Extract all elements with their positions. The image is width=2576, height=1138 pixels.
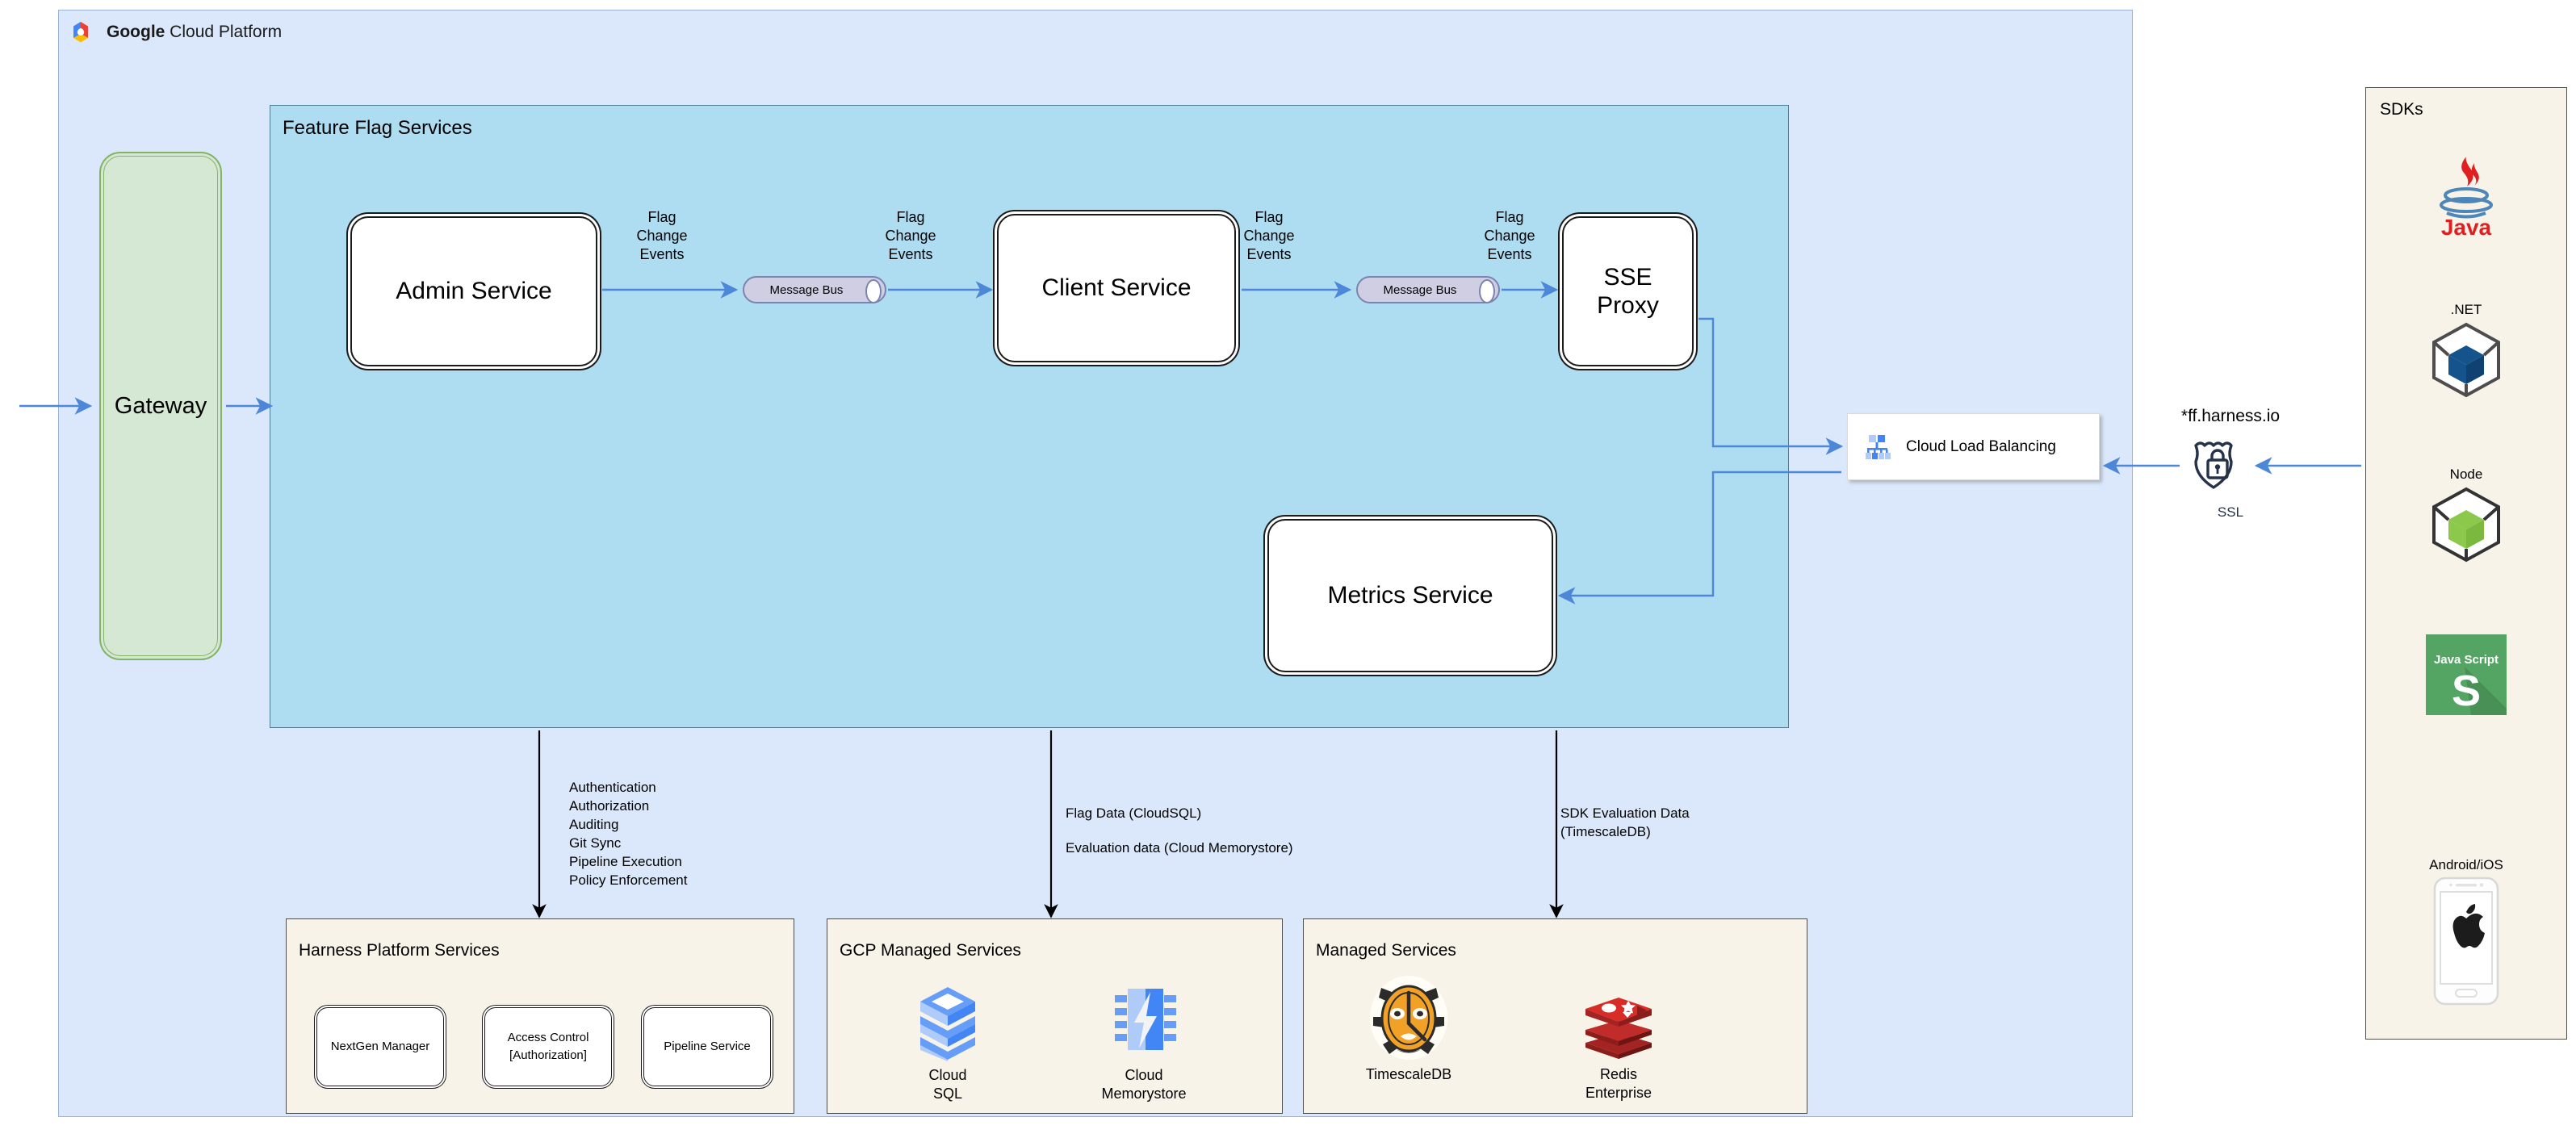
edge-label-flag-change-events-2: Flag Change Events — [885, 209, 936, 263]
mini-service-nextgen-manager[interactable]: NextGen Manager — [316, 1007, 444, 1086]
db-caption-cloud-memorystore: Cloud Memorystore — [1101, 1067, 1187, 1102]
dotnet-cube-icon — [2365, 321, 2567, 399]
message-bus-label-1: Message Bus — [769, 282, 844, 297]
gcp-title-rest: Cloud Platform — [165, 23, 283, 41]
sdk-item-javascript[interactable]: Java Script S — [2365, 634, 2567, 715]
cloud-load-balancing-label: Cloud Load Balancing — [1906, 437, 2056, 455]
edge-label-flag-change-events-3: Flag Change Events — [1243, 209, 1295, 263]
metrics-service-node[interactable]: Metrics Service — [1267, 519, 1553, 672]
db-caption-redis-enterprise: Redis Enterprise — [1585, 1066, 1652, 1102]
sdks-title: SDKs — [2380, 100, 2423, 119]
edge-label-flag-change-events-1: Flag Change Events — [636, 209, 688, 263]
node-cube-icon — [2365, 486, 2567, 563]
redis-stack-icon — [1550, 983, 1687, 1061]
gcp-managed-services-panel — [827, 918, 1283, 1114]
db-item-cloud-sql[interactable]: Cloud SQL — [879, 984, 1016, 1104]
gcp-title: Google Cloud Platform — [107, 23, 282, 42]
google-cloud-logo — [73, 22, 88, 43]
admin-service-label: Admin Service — [396, 278, 552, 304]
cloud-memorystore-icon — [1075, 984, 1213, 1061]
annotation-sdk-evaluation: SDK Evaluation Data (TimescaleDB) — [1560, 805, 1690, 839]
message-bus-label-2: Message Bus — [1383, 282, 1457, 297]
harness-platform-services-title: Harness Platform Services — [299, 941, 500, 960]
gcp-header: Google Cloud Platform — [68, 18, 552, 47]
ssl-label: SSL — [2217, 504, 2244, 520]
db-item-redis-enterprise[interactable]: Redis Enterprise — [1550, 983, 1687, 1103]
mini-service-label: Pipeline Service — [664, 1040, 751, 1054]
db-caption-timescaledb: TimescaleDB — [1365, 1066, 1452, 1082]
edge-label-flag-change-events-4: Flag Change Events — [1484, 209, 1535, 263]
mini-service-label: Access Control [Authorization] — [507, 1031, 589, 1062]
metrics-service-label: Metrics Service — [1327, 582, 1493, 609]
gcp-managed-services-title: GCP Managed Services — [840, 941, 1021, 960]
cloud-sql-icon — [879, 984, 1016, 1061]
mini-service-access-control[interactable]: Access Control [Authorization] — [484, 1007, 612, 1086]
db-caption-cloud-sql: Cloud SQL — [928, 1067, 967, 1102]
cloud-load-balancing-icon — [1866, 434, 1891, 459]
sdk-item-node[interactable]: Node — [2365, 466, 2567, 563]
db-item-cloud-memorystore[interactable]: Cloud Memorystore — [1075, 984, 1213, 1104]
sse-proxy-label: SSE Proxy — [1597, 263, 1659, 319]
client-service-label: Client Service — [1041, 274, 1192, 301]
mini-service-label: NextGen Manager — [330, 1040, 430, 1054]
svg-text:S: S — [2452, 667, 2481, 715]
feature-flag-services-panel — [270, 105, 1789, 728]
sdks-panel — [2365, 87, 2567, 1040]
db-item-timescaledb[interactable]: TimescaleDB — [1340, 975, 1477, 1084]
message-bus-node-1[interactable]: Message Bus — [743, 276, 886, 303]
cloud-load-balancing-node[interactable]: Cloud Load Balancing — [1847, 413, 2100, 480]
sdk-item-mobile[interactable]: Android/iOS — [2365, 857, 2567, 1006]
javascript-logo: Java Script S — [2365, 634, 2567, 715]
message-bus-node-2[interactable]: Message Bus — [1356, 276, 1500, 303]
svg-text:Java Script: Java Script — [2434, 653, 2499, 667]
sdk-caption-mobile: Android/iOS — [2429, 857, 2503, 872]
gateway-node[interactable]: Gateway — [99, 152, 222, 660]
sdk-item-dotnet[interactable]: .NET — [2365, 302, 2567, 399]
feature-flag-services-title: Feature Flag Services — [283, 117, 472, 139]
sdk-item-java[interactable]: Java — [2365, 153, 2567, 237]
sdk-caption-dotnet: .NET — [2450, 302, 2482, 317]
sdk-caption-node: Node — [2449, 466, 2483, 482]
mobile-phone-apple-icon — [2365, 877, 2567, 1006]
managed-services-title: Managed Services — [1316, 941, 1456, 960]
annotation-evaluation-data: Evaluation data (Cloud Memorystore) — [1066, 840, 1293, 856]
annotation-harness-platform: Authentication Authorization Auditing Gi… — [569, 780, 688, 888]
admin-service-node[interactable]: Admin Service — [350, 216, 597, 366]
ssl-shield-lock-icon — [2194, 441, 2233, 489]
mini-service-pipeline-service[interactable]: Pipeline Service — [643, 1007, 771, 1086]
client-service-node[interactable]: Client Service — [997, 214, 1236, 362]
timescaledb-tiger-icon — [1340, 975, 1477, 1061]
gcp-title-bold: Google — [107, 23, 165, 41]
gateway-label: Gateway — [114, 392, 207, 419]
sse-proxy-node[interactable]: SSE Proxy — [1562, 216, 1694, 366]
svg-text:Java: Java — [2441, 215, 2492, 237]
harness-domain-label: *ff.harness.io — [2180, 407, 2281, 425]
annotation-flag-data: Flag Data (CloudSQL) — [1066, 805, 1202, 821]
java-logo: Java — [2365, 153, 2567, 237]
